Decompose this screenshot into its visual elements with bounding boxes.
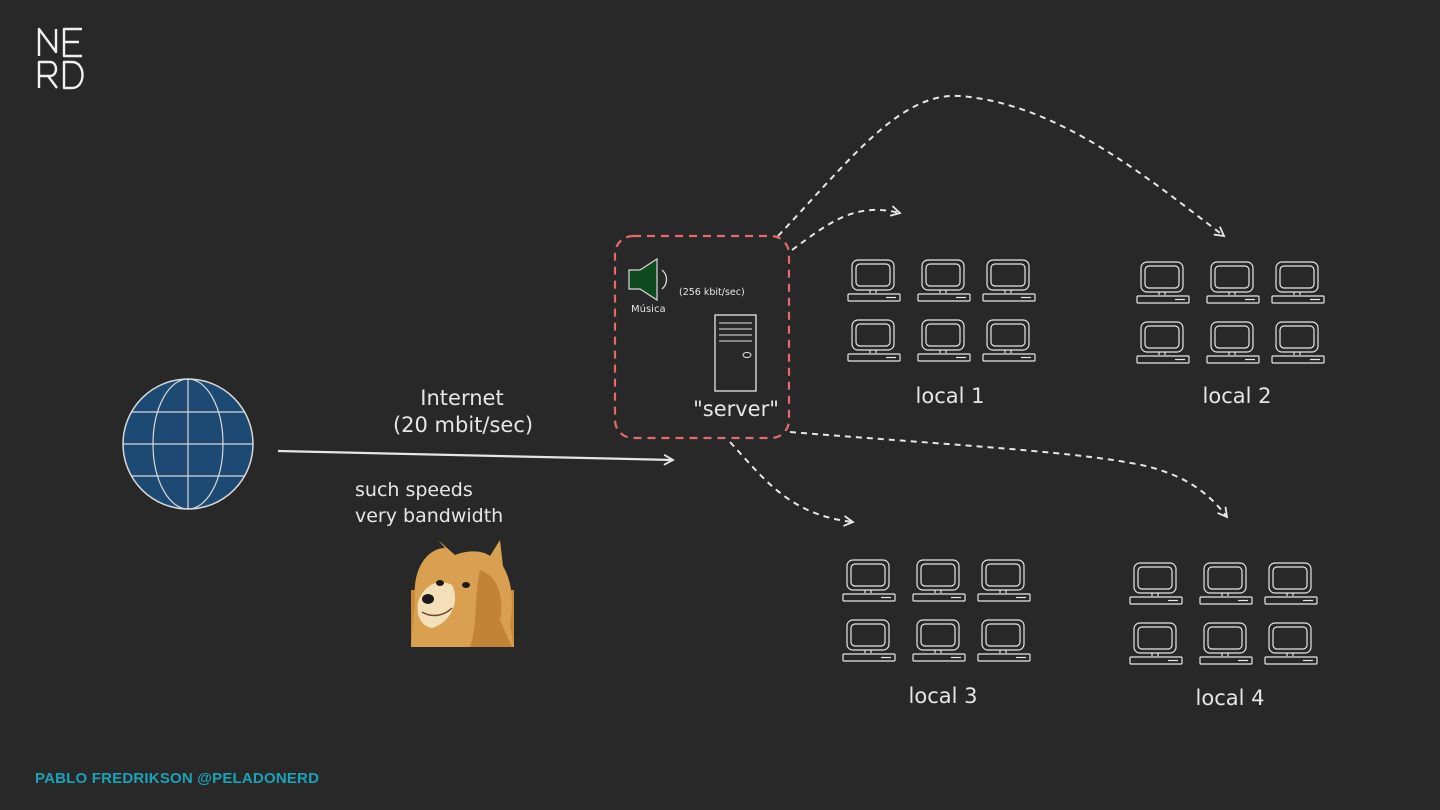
- local-2-label: local 2: [1203, 384, 1272, 408]
- computer-icon: [912, 619, 966, 662]
- arrow-to-local-2: [777, 94, 1226, 238]
- computer-icon: [917, 319, 971, 362]
- computer-icon: [842, 619, 896, 662]
- computer-icon: [912, 559, 966, 602]
- internet-speed-label: (20 mbit/sec): [393, 413, 533, 437]
- meme-text-line1: such speeds: [355, 479, 473, 501]
- local-2-cluster: [1136, 261, 1325, 364]
- computer-icon: [847, 259, 901, 302]
- computer-icon: [1206, 261, 1260, 304]
- computer-icon: [1199, 622, 1253, 665]
- globe-icon: [122, 378, 254, 510]
- local-3-cluster: [842, 559, 1031, 662]
- computer-icon: [1271, 321, 1325, 364]
- audio-rate-label: (256 kbit/sec): [679, 287, 745, 298]
- arrow-to-local-1: [791, 205, 902, 251]
- server-tower-icon: [714, 314, 757, 392]
- server-box: [613, 234, 791, 440]
- computer-icon: [1206, 321, 1260, 364]
- internet-label: Internet: [420, 386, 503, 410]
- arrow-to-local-3: [729, 441, 855, 527]
- computer-icon: [1264, 562, 1318, 605]
- local-3-label: local 3: [909, 684, 978, 708]
- computer-icon: [1264, 622, 1318, 665]
- local-1-label: local 1: [916, 384, 985, 408]
- meme-text-line2: very bandwidth: [355, 505, 503, 527]
- arrow-to-local-4: [789, 431, 1229, 519]
- internet-arrow: [277, 449, 675, 466]
- computer-icon: [1136, 321, 1190, 364]
- computer-icon: [982, 259, 1036, 302]
- local-4-cluster: [1129, 562, 1318, 665]
- doge-image: [411, 540, 514, 647]
- author-credit: PABLO FREDRIKSON @PELADONERD: [35, 770, 320, 787]
- computer-icon: [977, 559, 1031, 602]
- computer-icon: [842, 559, 896, 602]
- audio-label: Música: [631, 303, 666, 315]
- computer-icon: [847, 319, 901, 362]
- speaker-icon: [628, 257, 668, 302]
- local-4-label: local 4: [1196, 686, 1265, 710]
- distribution-arrows: [729, 94, 1229, 527]
- computer-icon: [1129, 622, 1183, 665]
- computer-icon: [977, 619, 1031, 662]
- computer-icon: [917, 259, 971, 302]
- computer-icon: [1129, 562, 1183, 605]
- nerd-logo: [37, 27, 84, 90]
- computer-icon: [1199, 562, 1253, 605]
- server-label: "server": [693, 397, 779, 421]
- local-1-cluster: [847, 259, 1036, 362]
- computer-icon: [982, 319, 1036, 362]
- computer-icon: [1136, 261, 1190, 304]
- computer-icon: [1271, 261, 1325, 304]
